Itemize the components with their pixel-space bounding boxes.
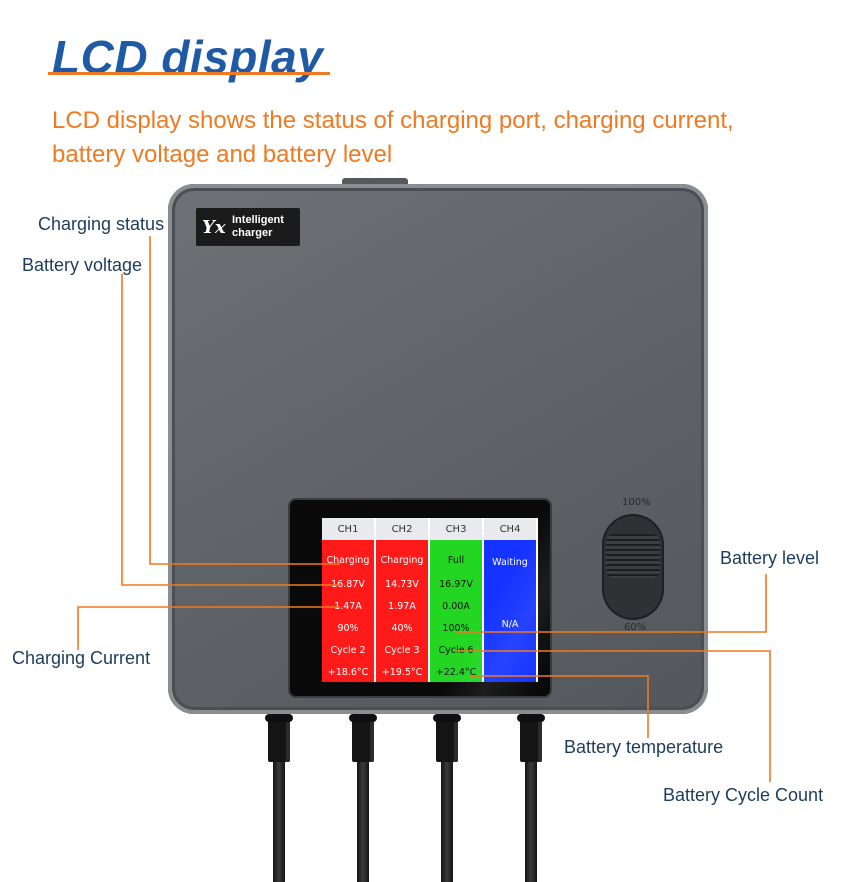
channel-body: Charging 14.73V 1.97A 40% Cycle 3 +19.5°… — [376, 540, 430, 682]
cable-wire — [357, 762, 369, 882]
lcd-display: CH1 Charging 16.87V 1.47A 90% Cycle 2 +1… — [322, 518, 538, 682]
callout-charging-current: Charging Current — [12, 648, 151, 668]
callout-battery-temperature: Battery temperature — [564, 737, 724, 757]
channel-na: N/A — [501, 618, 519, 630]
channel-column-ch4: CH4 Waiting N/A — [484, 518, 538, 682]
callout-battery-level: Battery level — [720, 548, 820, 568]
channel-cycle: Cycle 6 — [438, 644, 474, 656]
cable-wire — [525, 762, 537, 882]
callout-battery-voltage: Battery voltage — [22, 255, 143, 275]
channel-body: Full 16.97V 0.00A 100% Cycle 6 +22.4°C — [430, 540, 484, 682]
channel-status: Waiting — [492, 556, 528, 568]
cable-strain-relief — [436, 714, 458, 762]
channel-level: 40% — [391, 622, 413, 634]
channel-header: CH1 — [322, 518, 376, 540]
cable-ring — [517, 714, 545, 722]
page-subtitle: LCD display shows the status of charging… — [52, 107, 734, 168]
cable-ring — [349, 714, 377, 722]
channel-cycle: Cycle 3 — [384, 644, 420, 656]
channel-column-ch3: CH3 Full 16.97V 0.00A 100% Cycle 6 +22.4… — [430, 518, 484, 682]
channel-voltage: 16.87V — [331, 578, 365, 590]
channel-body: Waiting N/A — [484, 540, 538, 682]
dial-grip — [606, 534, 660, 578]
channel-status: Charging — [380, 554, 424, 566]
cable-wire — [273, 762, 285, 882]
cable-strain-relief — [268, 714, 290, 762]
channel-temperature: +22.4°C — [435, 666, 477, 678]
page-title: LCD display — [52, 31, 324, 83]
channel-body: Charging 16.87V 1.47A 90% Cycle 2 +18.6°… — [322, 540, 376, 682]
channel-status: Full — [447, 554, 465, 566]
cable-strain-relief — [352, 714, 374, 762]
channel-current: 1.97A — [388, 600, 416, 612]
cable-ring — [265, 714, 293, 722]
logo-mark: Yx — [202, 216, 226, 238]
brand-logo: Yx Intelligent charger — [196, 208, 300, 246]
cable-ring — [433, 714, 461, 722]
channel-current: 0.00A — [442, 600, 470, 612]
callout-charging-status: Charging status — [38, 214, 165, 234]
channel-cycle: Cycle 2 — [330, 644, 366, 656]
channel-header: CH4 — [484, 518, 538, 540]
channel-level: 90% — [337, 622, 359, 634]
channel-column-ch2: CH2 Charging 14.73V 1.97A 40% Cycle 3 +1… — [376, 518, 430, 682]
channel-header: CH2 — [376, 518, 430, 540]
channel-temperature: +18.6°C — [327, 666, 369, 678]
level-dial[interactable] — [602, 514, 664, 620]
dial-bottom-label: 60% — [624, 622, 647, 633]
channel-header: CH3 — [430, 518, 484, 540]
channel-current: 1.47A — [334, 600, 362, 612]
channel-temperature: +19.5°C — [381, 666, 423, 678]
channel-level: 100% — [442, 622, 470, 634]
callout-battery-cycle-count: Battery Cycle Count — [663, 785, 824, 805]
dial-top-label: 100% — [622, 497, 651, 508]
channel-status: Charging — [326, 554, 370, 566]
channel-voltage: 16.97V — [439, 578, 473, 590]
logo-text: Intelligent charger — [232, 214, 284, 239]
title-underline — [48, 72, 330, 75]
charger-top-tab — [342, 178, 408, 188]
channel-voltage: 14.73V — [385, 578, 419, 590]
cable-wire — [441, 762, 453, 882]
channel-column-ch1: CH1 Charging 16.87V 1.47A 90% Cycle 2 +1… — [322, 518, 376, 682]
